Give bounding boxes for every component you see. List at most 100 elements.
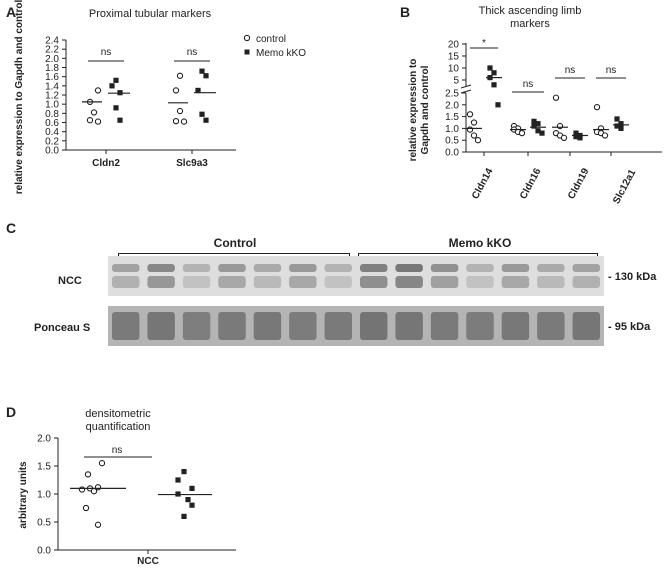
panel-letter-a: A [6, 4, 17, 20]
blot-ncc-band-lower [360, 276, 388, 288]
chart-d-kko-point [175, 477, 181, 483]
blot-ncc-band-upper [395, 264, 423, 272]
chart-b-ytick-label: 2.5 [445, 89, 459, 100]
blot-ponceau-lane [253, 312, 282, 340]
chart-b-ytick-label: 1.0 [445, 124, 459, 135]
blot-row-label-ponceau: Ponceau S [34, 322, 91, 334]
chart-d-kko-point [185, 497, 191, 503]
chart-a-ytick-label: 1.6 [45, 72, 59, 83]
chart-a-ytick-label: 0.8 [45, 109, 59, 120]
panel-letter-d: D [6, 404, 17, 420]
blot-ponceau-lane [289, 312, 317, 340]
chart-a-ytick-label: 0.6 [45, 118, 59, 129]
chart-b-kko-point [618, 125, 624, 131]
chart-d-ytick-label: 1.0 [37, 490, 51, 501]
blot-ncc-band-lower [218, 276, 246, 288]
chart-b-ytick-label: 2.0 [445, 100, 459, 111]
chart-b-kko-point [535, 121, 541, 127]
chart-d-ytick-label: 1.5 [37, 462, 51, 473]
chart-b: Thick ascending limb markers relative ex… [408, 5, 662, 206]
chart-a-ytick-label: 0.2 [45, 136, 59, 147]
chart-b-control-point [518, 129, 526, 137]
chart-a-control-point [176, 107, 184, 115]
chart-b-control-point [552, 94, 560, 101]
chart-d-kko-point [181, 513, 187, 519]
blot-ponceau-lane [218, 312, 246, 340]
blot-ncc-band-upper [289, 264, 317, 272]
blot-ponceau-lane [466, 312, 494, 340]
chart-d-control-point [78, 486, 86, 493]
chart-a-control-point [172, 87, 180, 94]
chart-a-control-point [90, 109, 98, 116]
chart-d-xlabel: NCC [137, 556, 159, 565]
chart-b-kko-point [531, 118, 537, 124]
chart-b-control-point [466, 126, 474, 133]
chart-a-control-point [94, 87, 102, 94]
panel-letter-b: B [400, 4, 411, 20]
chart-d-ytick-label: 2.0 [37, 434, 51, 445]
chart-a-title: Proximal tubular markers [89, 8, 212, 20]
chart-b-title-line1: Thick ascending limb [479, 5, 582, 17]
chart-b-title-line2: markers [510, 18, 550, 30]
chart-a-ytick-label: 1.0 [45, 100, 59, 111]
chart-b-kko-point [618, 121, 624, 127]
chart-b-control-point [470, 132, 478, 139]
chart-a-ytick-label: 0.0 [45, 146, 59, 157]
blot-ponceau-lane [430, 312, 459, 340]
blot-ncc-band-lower [324, 276, 352, 288]
chart-a-ytick-label: 0.4 [45, 127, 59, 138]
chart-b-sig-3: ns [565, 65, 576, 76]
legend-control-label: control [256, 34, 286, 45]
chart-d-control-point [94, 521, 102, 528]
chart-a-kko-point [113, 105, 119, 111]
chart-b-ytick-label: 5 [453, 76, 459, 87]
chart-d-kko-point [181, 469, 187, 475]
chart-a-ytick-label: 1.8 [45, 63, 59, 74]
chart-a-kko-point [199, 68, 205, 74]
blot-ncc-band-upper [501, 264, 530, 272]
chart-a-ytick-label: 2.4 [45, 36, 59, 47]
chart-b-sig-2: ns [523, 79, 534, 90]
chart-b-control-point [601, 132, 609, 139]
chart-b-control-point [556, 122, 564, 130]
chart-b-kko-point [539, 130, 545, 136]
blot-ncc-band-upper [537, 264, 565, 272]
blot-ponceau-membrane [108, 306, 604, 346]
chart-a-category-1: Cldn2 [92, 158, 120, 169]
chart-a-ytick-label: 1.4 [45, 81, 59, 92]
chart-a-kko-point [203, 117, 209, 123]
blot-ponceau-lane [147, 312, 175, 340]
blot-ncc-band-upper [182, 264, 211, 272]
chart-b-kko-point [573, 130, 579, 136]
chart-a-control-point [86, 117, 94, 124]
chart-d-control-point [84, 471, 92, 478]
blot-ncc-band-lower [537, 276, 565, 288]
blot-ncc-band-lower [112, 276, 140, 288]
blot-ncc-membrane [108, 256, 604, 296]
blot-kda-130: - 130 kDa [608, 271, 657, 283]
chart-b-kko-point [577, 135, 583, 141]
blot-ncc-band-lower [182, 276, 211, 288]
chart-b-category-3: Cldn19 [566, 166, 592, 201]
blot-ncc-band-upper [572, 264, 600, 272]
blot-ncc-band-lower [289, 276, 317, 288]
chart-b-category-2: Cldn16 [518, 166, 544, 201]
chart-b-sig-1: * [482, 38, 486, 49]
chart-b-kko-point [614, 123, 620, 129]
chart-b-kko-point [531, 123, 537, 129]
chart-b-category-1: Cldn14 [470, 166, 496, 201]
chart-a-kko-point [199, 111, 205, 117]
blot-ncc-band-lower [147, 276, 175, 288]
chart-a: Proximal tubular markers relative expres… [14, 0, 306, 194]
chart-a-sig-1: ns [101, 47, 112, 58]
chart-b-ylabel-line2: Gapdh and control [420, 65, 431, 154]
chart-d-kko-point [189, 485, 195, 491]
western-blot [108, 256, 604, 346]
legend-control-marker [243, 34, 251, 42]
blot-row-label-ncc: NCC [58, 275, 82, 287]
chart-b-control-point [474, 137, 482, 144]
chart-d-title-line1: densitometric [85, 408, 151, 420]
chart-a-kko-point [109, 83, 115, 89]
chart-b-kko-point [573, 134, 579, 140]
blot-ncc-band-lower [466, 276, 494, 288]
